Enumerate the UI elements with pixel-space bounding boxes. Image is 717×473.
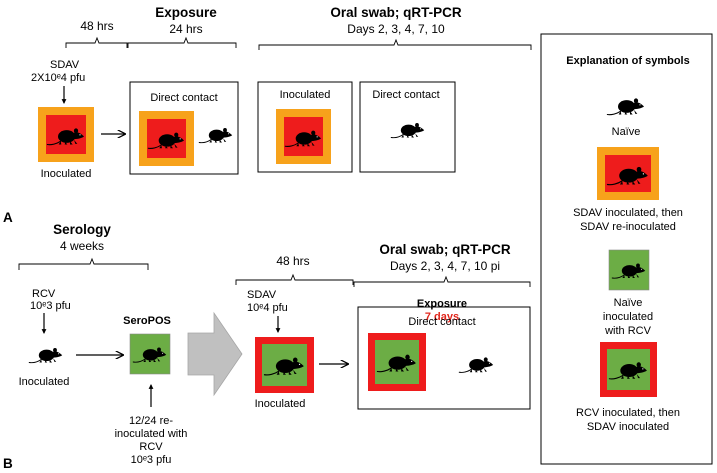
panel-a-contact-box-2	[359, 81, 456, 173]
panel-b-sdav-dose: 10ᵉ4 pfu	[247, 302, 288, 314]
panel-b-exposure-title: Exposure	[417, 298, 467, 310]
panel-a-swab-inoculated-rat	[276, 109, 331, 164]
panel-b-wait-brace	[235, 273, 354, 285]
symbol-legend: Explanation of symbols Naïve SDAV inocul…	[540, 33, 713, 465]
panel-b-reinoc-line-2: inoculated with	[115, 428, 188, 440]
panel-a-contact-label-2: Direct contact	[372, 89, 439, 101]
panel-a-inoculated-rat-box	[38, 107, 94, 162]
panel-b-serology-brace	[18, 257, 149, 270]
panel-a-inoculated-label: Inoculated	[41, 168, 92, 180]
panel-a-inoculated-box-label: Inoculated	[280, 89, 331, 101]
panel-b-seropos-rat-box	[129, 333, 171, 375]
panel-b-swab-title: Oral swab; qRT-PCR	[379, 242, 511, 257]
legend-rcv-line-3: with RCV	[604, 325, 652, 337]
legend-sdav-line-2: SDAV re-inoculated	[580, 221, 676, 233]
panel-b-rcv-dose: 10ᵉ3 pfu	[30, 300, 71, 312]
panel-b-contact-label: Direct contact	[408, 316, 475, 328]
panel-a-exposure-duration: 24 hrs	[169, 22, 202, 36]
legend-sdav-swatch	[597, 147, 659, 200]
panel-b-reinoc-line-1: 12/24 re-	[129, 415, 173, 427]
panel-b-serology-title: Serology	[53, 222, 111, 237]
panel-a-exposure-title: Exposure	[155, 5, 217, 20]
panel-b: B Serology 4 weeks RCV 10ᵉ3 pfu Inoculat…	[3, 222, 531, 471]
rat-icon	[390, 122, 425, 139]
rat-icon	[458, 356, 494, 373]
legend-title: Explanation of symbols	[566, 55, 689, 67]
legend-rcv-line-2: inoculated	[603, 311, 653, 323]
panel-b-seropos-label: SeroPOS	[123, 315, 171, 327]
legend-naive-label: Naïve	[612, 126, 641, 138]
panel-b-exposure-duration: 7 days	[425, 311, 459, 323]
panel-a-label: A	[3, 210, 13, 225]
rat-icon	[28, 347, 63, 364]
panel-b-swab-brace	[353, 275, 531, 287]
panel-a-exposure-brace	[127, 36, 237, 48]
panel-b-big-arrow	[187, 311, 243, 397]
panel-a-inoculated-box	[257, 81, 353, 173]
panel-a-swab-days: Days 2, 3, 4, 7, 10	[347, 22, 445, 36]
panel-b-inoculated-label: Inoculated	[19, 376, 70, 388]
panel-a-virus-label: SDAV	[50, 59, 80, 71]
panel-a-contact-inoculated-rat	[139, 111, 194, 166]
panel-b-contact-rcv-sdav-rat	[368, 333, 426, 391]
panel-a-swab-brace	[258, 38, 532, 50]
panel-b-inoculated2-label: Inoculated	[255, 398, 306, 410]
rat-icon	[606, 97, 645, 116]
panel-a-virus-dose: 2X10ᵉ4 pfu	[31, 72, 85, 84]
panel-b-reinoc-line-3: RCV	[139, 441, 163, 453]
panel-b-reinoc-line-4: 10ᵉ3 pfu	[131, 454, 172, 466]
panel-b-wait-label: 48 hrs	[276, 254, 309, 268]
panel-a-contact-box	[129, 81, 239, 175]
panel-a-wait-brace	[65, 36, 128, 48]
legend-rcv-sdav-swatch	[600, 342, 657, 397]
panel-b-serology-duration: 4 weeks	[60, 239, 104, 253]
panel-a-swab-title: Oral swab; qRT-PCR	[330, 5, 462, 20]
panel-b-sdav-label: SDAV	[247, 289, 277, 301]
legend-rcv-sdav-line-1: RCV inoculated, then	[576, 407, 680, 419]
panel-b-rcv-sdav-rat-box	[255, 337, 314, 393]
panel-b-swab-days: Days 2, 3, 4, 7, 10 pi	[390, 259, 500, 273]
legend-sdav-line-1: SDAV inoculated, then	[573, 207, 683, 219]
panel-b-label: B	[3, 456, 13, 471]
panel-a: A 48 hrs Exposure 24 hrs Oral swab; qRT-…	[3, 5, 532, 225]
legend-frame	[540, 33, 713, 465]
legend-rcv-line-1: Naïve	[614, 297, 643, 309]
legend-rcv-swatch	[608, 249, 650, 291]
panel-b-contact-box	[357, 306, 531, 410]
panel-a-contact-label: Direct contact	[150, 92, 217, 104]
rat-icon	[198, 127, 233, 144]
legend-rcv-sdav-line-2: SDAV inoculated	[587, 421, 669, 433]
panel-a-wait-label: 48 hrs	[80, 19, 113, 33]
panel-b-rcv-label: RCV	[32, 288, 56, 300]
